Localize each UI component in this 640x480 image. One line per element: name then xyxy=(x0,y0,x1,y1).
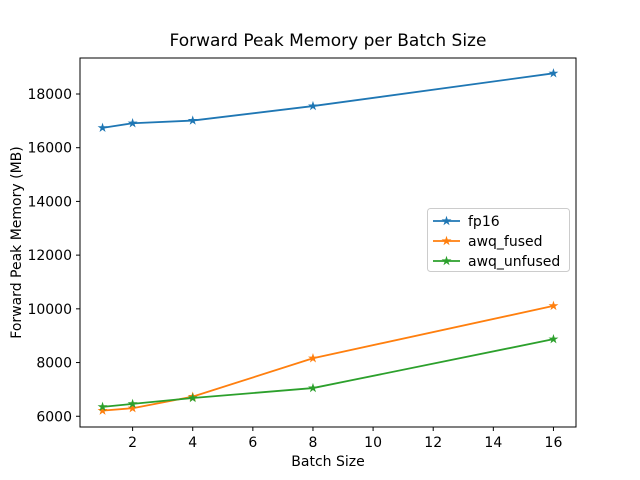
legend-sample-marker-fp16 xyxy=(441,215,452,226)
x-axis-label: Batch Size xyxy=(291,454,364,470)
x-tick-label: 8 xyxy=(309,435,318,451)
data-point-marker-awq_unfused-batch-8 xyxy=(308,382,318,393)
x-tick-label: 2 xyxy=(128,435,137,451)
y-tick-label: 18000 xyxy=(27,87,72,103)
y-axis-label: Forward Peak Memory (MB) xyxy=(9,146,25,338)
legend-label-awq_unfused: awq_unfused xyxy=(468,254,560,270)
x-tick-label: 16 xyxy=(545,435,563,451)
chart-title: Forward Peak Memory per Batch Size xyxy=(170,31,487,51)
x-tick-label: 12 xyxy=(424,435,442,451)
data-point-marker-fp16-batch-4 xyxy=(187,115,198,125)
legend-sample-marker-awq_fused xyxy=(441,235,452,246)
y-tick-label: 14000 xyxy=(27,194,72,210)
legend-sample-marker-awq_unfused xyxy=(441,255,452,266)
y-tick-label: 10000 xyxy=(27,302,72,318)
data-point-marker-fp16-batch-1 xyxy=(97,122,108,133)
data-point-marker-awq_unfused-batch-16 xyxy=(548,333,559,344)
y-tick-label: 8000 xyxy=(36,356,72,372)
data-point-marker-awq_unfused-batch-2 xyxy=(127,398,138,409)
data-point-marker-awq_fused-batch-2 xyxy=(127,403,138,413)
legend xyxy=(427,208,570,272)
x-tick-label: 10 xyxy=(364,435,382,451)
data-point-marker-awq_fused-batch-16 xyxy=(548,300,559,311)
data-point-marker-fp16-batch-8 xyxy=(308,100,318,111)
y-tick-label: 16000 xyxy=(27,141,72,157)
data-point-marker-fp16-batch-2 xyxy=(127,118,138,128)
y-tick-label: 6000 xyxy=(36,409,72,425)
legend-label-fp16: fp16 xyxy=(468,214,500,230)
data-point-marker-awq_fused-batch-8 xyxy=(308,353,318,363)
data-point-marker-awq_fused-batch-1 xyxy=(97,405,108,415)
x-tick-label: 6 xyxy=(248,435,257,451)
x-tick-label: 4 xyxy=(188,435,197,451)
data-point-marker-fp16-batch-16 xyxy=(548,68,559,78)
x-tick-label: 14 xyxy=(484,435,502,451)
y-tick-label: 12000 xyxy=(27,248,72,264)
legend-label-awq_fused: awq_fused xyxy=(468,234,543,250)
data-point-marker-awq_unfused-batch-1 xyxy=(97,401,108,412)
data-point-marker-awq_unfused-batch-4 xyxy=(187,392,198,403)
